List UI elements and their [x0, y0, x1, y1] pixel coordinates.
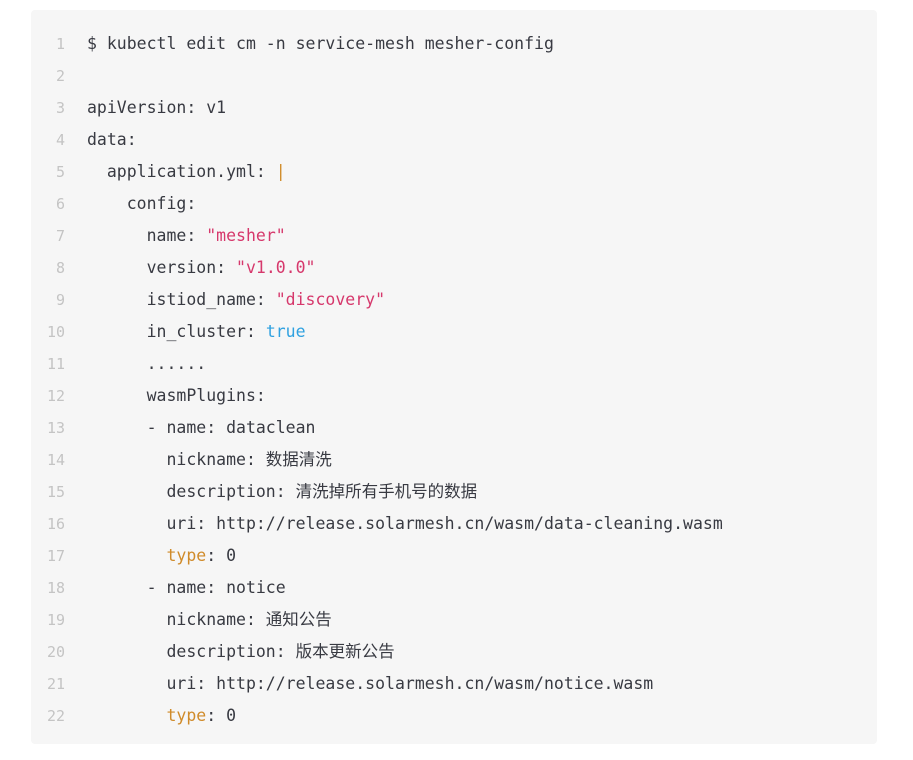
line-number: 19 [46, 611, 65, 629]
line-number: 20 [46, 643, 65, 661]
code-lines-container: 1 $ kubectl edit cm -n service-mesh meshe… [31, 10, 877, 732]
line-content: in_cluster: true [87, 316, 877, 348]
code-line: 7 name: "mesher" [31, 220, 877, 252]
token-bool: true [265, 322, 306, 341]
line-number: 9 [55, 291, 65, 309]
code-line: 18 - name: notice [31, 572, 877, 604]
code-line: 5 application.yml: | [31, 156, 877, 188]
token-key: type [166, 546, 207, 565]
code-line: 21 uri: http://release.solarmesh.cn/wasm… [31, 668, 877, 700]
code-line: 15 description: 清洗掉所有手机号的数据 [31, 476, 877, 508]
code-line: 3 apiVersion: v1 [31, 92, 877, 124]
code-line: 12 wasmPlugins: [31, 380, 877, 412]
code-line: 10 in_cluster: true [31, 316, 877, 348]
line-number: 17 [46, 547, 65, 565]
code-line: 4 data: [31, 124, 877, 156]
line-content: description: 清洗掉所有手机号的数据 [87, 476, 877, 508]
line-content: nickname: 数据清洗 [87, 444, 877, 476]
code-line: 16 uri: http://release.solarmesh.cn/wasm… [31, 508, 877, 540]
token-str: "mesher" [206, 226, 286, 245]
line-content: $ kubectl edit cm -n service-mesh mesher… [87, 28, 877, 60]
line-number: 3 [55, 99, 65, 117]
line-content: uri: http://release.solarmesh.cn/wasm/no… [87, 668, 877, 700]
code-line: 17 type: 0 [31, 540, 877, 572]
line-number: 4 [55, 131, 65, 149]
line-number: 2 [55, 67, 65, 85]
token-plain: nickname: 通知公告 [87, 610, 332, 629]
token-plain: config: [87, 194, 197, 213]
code-line: 14 nickname: 数据清洗 [31, 444, 877, 476]
token-plain: version: [87, 258, 237, 277]
token-plain [87, 706, 166, 725]
line-content: type: 0 [87, 540, 877, 572]
token-plain: ...... [87, 354, 207, 373]
line-content: description: 版本更新公告 [87, 636, 877, 668]
code-block[interactable]: 1 $ kubectl edit cm -n service-mesh meshe… [31, 10, 877, 744]
line-content: nickname: 通知公告 [87, 604, 877, 636]
token-plain: application.yml: [87, 162, 276, 181]
token-plain: : 0 [206, 546, 237, 565]
token-str: "v1.0.0" [236, 258, 316, 277]
line-content: - name: dataclean [87, 412, 877, 444]
token-plain: wasmPlugins: [87, 386, 266, 405]
code-line: 22 type: 0 [31, 700, 877, 732]
line-number: 16 [46, 515, 65, 533]
line-content: config: [87, 188, 877, 220]
line-number: 6 [55, 195, 65, 213]
line-content: name: "mesher" [87, 220, 877, 252]
line-content: apiVersion: v1 [87, 92, 877, 124]
line-number: 5 [55, 163, 65, 181]
line-content: ...... [87, 348, 877, 380]
line-number: 14 [46, 451, 65, 469]
code-line: 19 nickname: 通知公告 [31, 604, 877, 636]
code-line: 13 - name: dataclean [31, 412, 877, 444]
token-plain: - name: notice [87, 578, 286, 597]
line-content: - name: notice [87, 572, 877, 604]
line-number: 10 [46, 323, 65, 341]
line-content: uri: http://release.solarmesh.cn/wasm/da… [87, 508, 877, 540]
token-str: "discovery" [275, 290, 386, 309]
code-line: 2 [31, 60, 877, 92]
token-plain: apiVersion: v1 [87, 98, 227, 117]
line-content: application.yml: | [87, 156, 877, 188]
token-plain: name: [87, 226, 207, 245]
line-number: 11 [46, 355, 65, 373]
line-number: 22 [46, 707, 65, 725]
token-plain: $ kubectl edit cm -n service-mesh mesher… [87, 34, 554, 53]
line-number: 12 [46, 387, 65, 405]
token-plain: : 0 [206, 706, 237, 725]
token-plain: description: 版本更新公告 [87, 642, 395, 661]
line-content: wasmPlugins: [87, 380, 877, 412]
token-pipe: | [275, 162, 286, 181]
line-number: 18 [46, 579, 65, 597]
line-number: 13 [46, 419, 65, 437]
token-plain: uri: http://release.solarmesh.cn/wasm/da… [87, 514, 723, 533]
code-line: 9 istiod_name: "discovery" [31, 284, 877, 316]
token-plain: istiod_name: [87, 290, 276, 309]
line-number: 8 [55, 259, 65, 277]
token-plain [87, 546, 166, 565]
token-key: type [166, 706, 207, 725]
token-plain: nickname: 数据清洗 [87, 450, 332, 469]
token-plain: in_cluster: [87, 322, 266, 341]
line-number: 15 [46, 483, 65, 501]
line-content: type: 0 [87, 700, 877, 732]
line-content: data: [87, 124, 877, 156]
token-plain: uri: http://release.solarmesh.cn/wasm/no… [87, 674, 654, 693]
line-content: istiod_name: "discovery" [87, 284, 877, 316]
token-plain: description: 清洗掉所有手机号的数据 [87, 482, 478, 501]
code-line: 11 ...... [31, 348, 877, 380]
code-line: 8 version: "v1.0.0" [31, 252, 877, 284]
line-number: 21 [46, 675, 65, 693]
line-number: 7 [55, 227, 65, 245]
code-line: 6 config: [31, 188, 877, 220]
token-plain: - name: dataclean [87, 418, 316, 437]
token-plain: data: [87, 130, 137, 149]
line-content: version: "v1.0.0" [87, 252, 877, 284]
line-number: 1 [55, 35, 65, 53]
code-line: 20 description: 版本更新公告 [31, 636, 877, 668]
code-line: 1 $ kubectl edit cm -n service-mesh meshe… [31, 28, 877, 60]
